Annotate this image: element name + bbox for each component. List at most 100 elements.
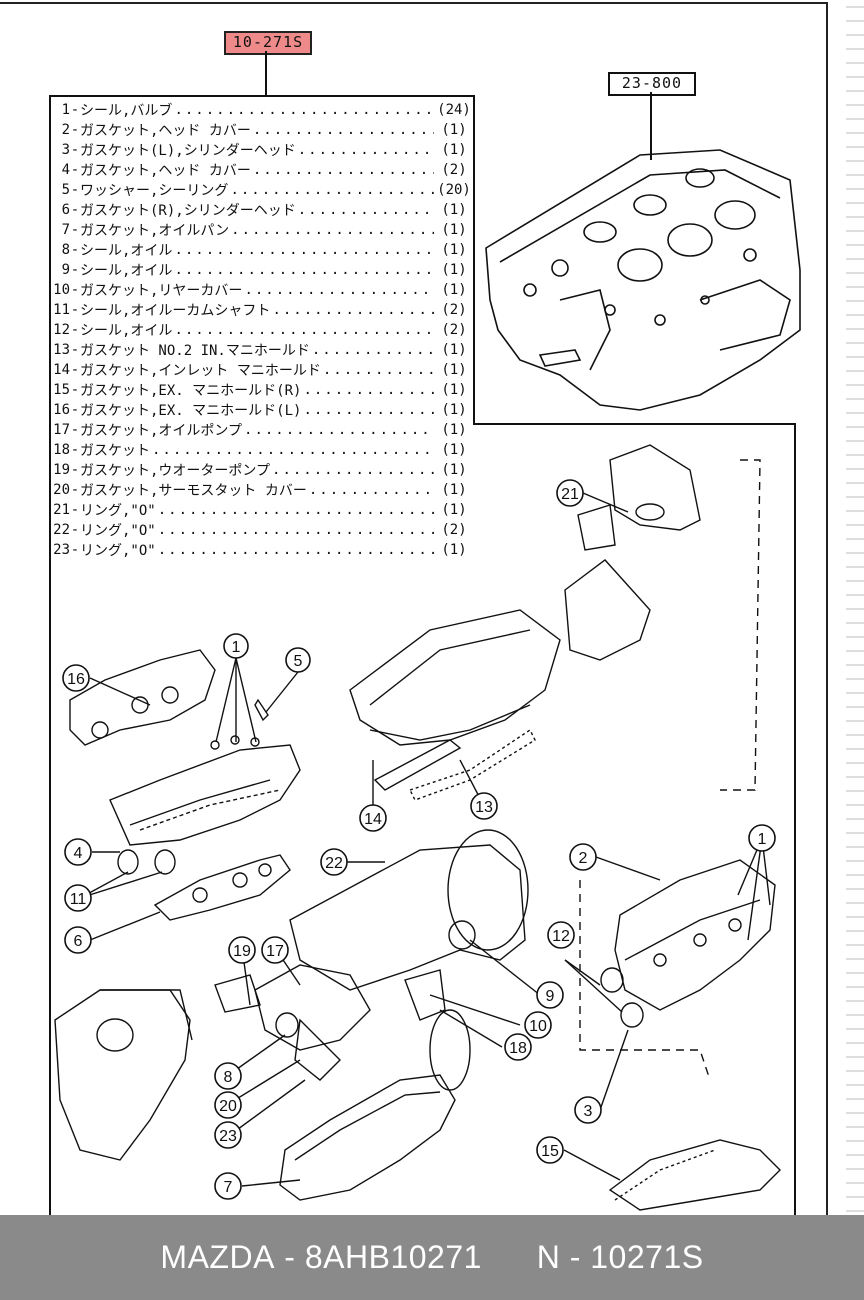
svg-text:1: 1 [758,831,767,848]
footer-n-number: 10271S [590,1239,704,1275]
callout-23: 23 [214,1121,242,1149]
row-dash: - [70,262,80,278]
part-name: リング,"O" [80,523,156,539]
part-number: 4 [61,162,70,178]
callout-17: 17 [261,936,289,964]
svg-text:10: 10 [529,1018,547,1035]
callout-21: 21 [556,479,584,507]
part-name: ガスケット(R),シリンダーヘッド [80,203,296,219]
part-number: 17 [53,422,70,438]
engine-block-illustration [485,149,801,411]
row-dash: - [70,462,80,478]
part-name: シール,オイル [80,323,173,339]
parts-list-row: 3-ガスケット(L),シリンダーヘッド.....................… [52,140,472,160]
svg-text:9: 9 [546,988,555,1005]
row-dash: - [70,302,80,318]
callout-1-left: 1 [223,633,249,659]
leader-dots: ........................................… [303,402,434,418]
callout-6: 6 [64,926,92,954]
parts-list-row: 4-ガスケット,ヘッド カバー.........................… [52,160,472,180]
svg-text:21: 21 [561,486,579,503]
row-dash: - [70,322,80,338]
svg-text:11: 11 [70,891,87,908]
row-dash: - [70,162,80,178]
row-dash: - [70,442,80,458]
leader-dots: ........................................… [174,322,434,338]
part-name: ガスケット,インレット マニホールド [80,363,321,379]
callout-9: 9 [536,981,564,1009]
part-quantity: (2) [441,162,467,178]
leader-dots: ........................................… [157,522,434,538]
part-number: 14 [53,362,70,378]
callout-19: 19 [228,936,256,964]
row-dash: - [70,402,80,418]
part-name: リング,"O" [80,543,156,559]
parts-list-row: 23-リング,"O"..............................… [52,540,472,560]
leader-dots: ........................................… [303,382,434,398]
part-quantity: (2) [441,302,467,318]
parts-list-row: 7-ガスケット,オイルパン...........................… [52,220,472,240]
svg-text:18: 18 [509,1040,527,1057]
parts-list-row: 20-ガスケット,サーモスタット カバー....................… [52,480,472,500]
parts-list-row: 18-ガスケット................................… [52,440,472,460]
part-number: 21 [53,502,70,518]
part-number: 5 [61,182,70,198]
svg-text:2: 2 [579,850,588,867]
callout-13: 13 [470,792,498,820]
footer-part-number: 8AHB10271 [304,1239,482,1275]
part-name: ガスケット NO.2 IN.マニホールド [80,343,310,359]
part-number: 12 [53,322,70,338]
part-number: 9 [61,262,70,278]
leader-dots: ........................................… [322,362,434,378]
callout-15: 15 [536,1136,564,1164]
diagram-page: 10-271S 23-800 [0,0,864,1215]
parts-list-row: 21-リング,"O"..............................… [52,500,472,520]
leader-dots: ........................................… [297,202,434,218]
leader-dots: ........................................… [157,542,434,558]
leader-dots: ........................................… [272,302,434,318]
part-number: 10 [53,282,70,298]
callout-10: 10 [524,1011,552,1039]
part-number: 3 [61,142,70,158]
leader-dots: ........................................… [174,102,434,118]
part-number: 1 [61,102,70,118]
part-name: ガスケット,リヤーカバー [80,283,243,299]
parts-list-row: 5-ワッシャー,シーリング...........................… [52,180,472,200]
callout-3: 3 [574,1096,602,1124]
part-quantity: (1) [441,262,467,278]
part-quantity: (20) [437,182,471,198]
callout-14: 14 [359,804,387,832]
parts-list-row: 11-シール,オイルーカムシャフト.......................… [52,300,472,320]
row-dash: - [70,182,80,198]
callout-22: 22 [320,848,348,876]
parts-list-row: 2-ガスケット,ヘッド カバー.........................… [52,120,472,140]
part-quantity: (1) [441,142,467,158]
leader-dots: ........................................… [244,422,434,438]
part-name: ガスケット,EX. マニホールド(L) [80,403,302,419]
svg-text:22: 22 [325,855,343,872]
part-name: ガスケット,ヘッド カバー [80,123,251,139]
callout-12: 12 [547,921,575,949]
part-number: 2 [61,122,70,138]
callout-20: 20 [214,1091,242,1119]
parts-list-row: 9-シール,オイル...............................… [52,260,472,280]
parts-list-row: 6-ガスケット(R),シリンダーヘッド.....................… [52,200,472,220]
part-name: ガスケット [80,443,150,459]
callout-16: 16 [62,664,90,692]
svg-text:16: 16 [67,671,85,688]
svg-text:20: 20 [219,1098,237,1115]
row-dash: - [70,522,80,538]
callout-circles: 1 5 16 4 11 6 21 14 13 22 19 17 9 10 18 … [62,479,776,1200]
callout-4: 4 [64,838,92,866]
svg-text:7: 7 [224,1179,233,1196]
callout-18: 18 [504,1033,532,1061]
row-dash: - [70,242,80,258]
row-dash: - [70,102,80,118]
callout-8: 8 [214,1062,242,1090]
svg-text:4: 4 [74,845,83,862]
footer-separator: - [284,1239,296,1275]
callout-7: 7 [214,1172,242,1200]
leader-dots: ........................................… [152,442,434,458]
parts-list-row: 13-ガスケット NO.2 IN.マニホールド.................… [52,340,472,360]
row-dash: - [70,362,80,378]
